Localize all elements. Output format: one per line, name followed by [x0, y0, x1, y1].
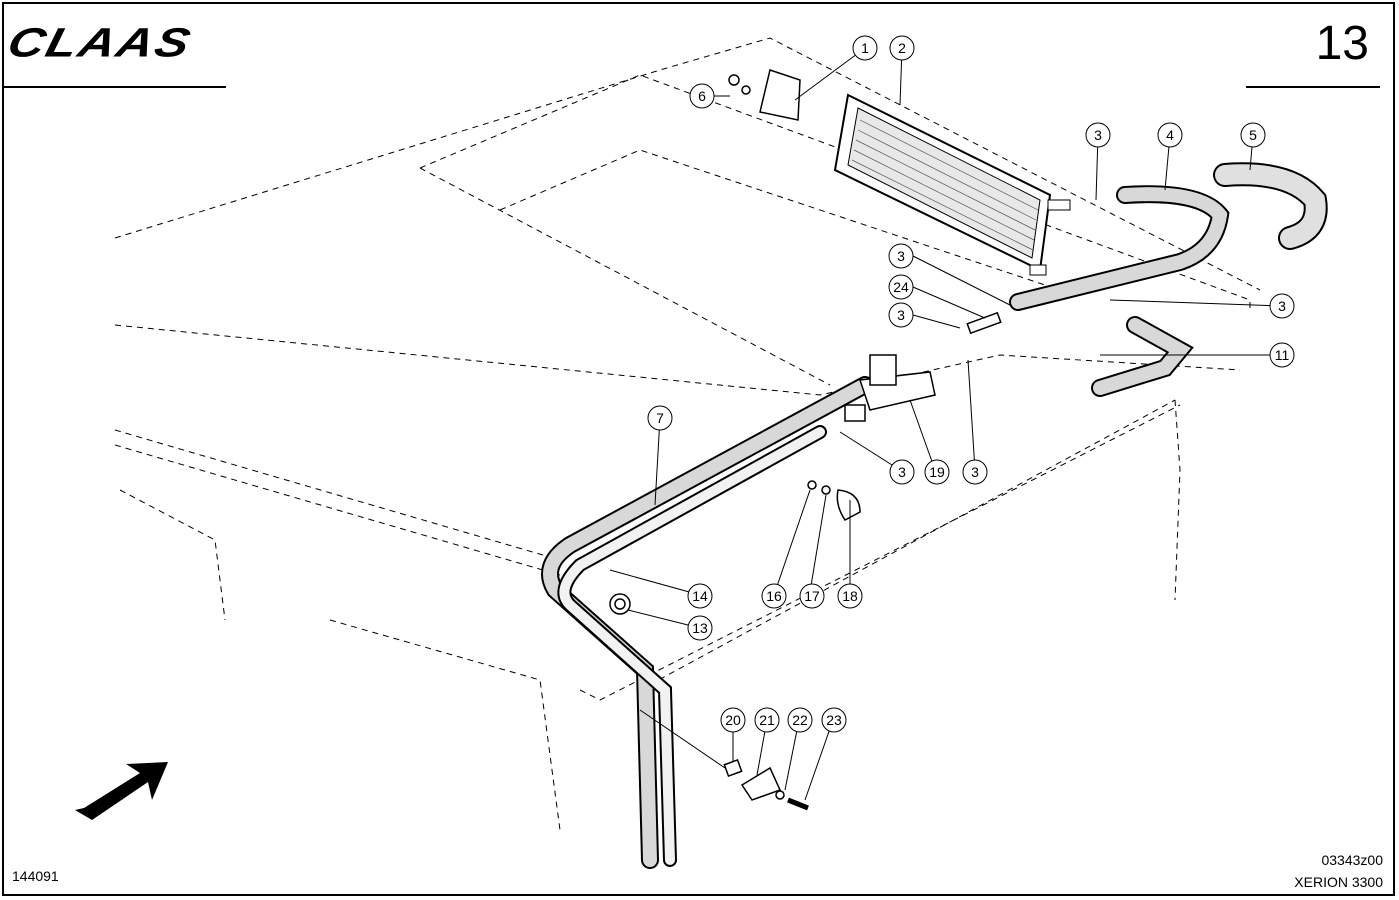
callout-16: 16: [761, 583, 787, 609]
callout-14: 14: [687, 583, 713, 609]
svg-text:11: 11: [1275, 347, 1290, 363]
drawing-code: 03343z00: [1321, 852, 1383, 868]
svg-text:3: 3: [1094, 127, 1102, 143]
callouts: 1 2 3 4 5 6 3 24 3 3 11 7 3 19 3 14 16 1…: [647, 35, 1295, 733]
callout-7: 7: [647, 405, 673, 431]
svg-text:17: 17: [804, 588, 820, 604]
svg-text:3: 3: [1278, 298, 1286, 314]
svg-text:21: 21: [759, 712, 775, 728]
page-number: 13: [1315, 17, 1369, 70]
svg-text:19: 19: [929, 464, 945, 480]
svg-text:3: 3: [898, 464, 906, 480]
svg-text:2: 2: [898, 40, 906, 56]
svg-text:6: 6: [698, 88, 706, 104]
callout-11: 11: [1269, 342, 1295, 368]
svg-text:3: 3: [897, 307, 905, 323]
figure-id: 144091: [12, 868, 59, 884]
callout-21: 21: [754, 707, 780, 733]
heat-exchanger: [833, 93, 1071, 276]
small-parts: [609, 311, 1002, 811]
header-rule-left: [2, 86, 226, 88]
callout-24: 24: [888, 274, 914, 300]
callout-22: 22: [787, 707, 813, 733]
callout-3-a: 3: [1085, 122, 1111, 148]
svg-text:1: 1: [861, 40, 869, 56]
callout-13: 13: [687, 615, 713, 641]
callout-4: 4: [1157, 122, 1183, 148]
svg-text:23: 23: [826, 712, 842, 728]
svg-text:4: 4: [1166, 127, 1174, 143]
callout-23: 23: [821, 707, 847, 733]
callout-1: 1: [852, 35, 878, 61]
callout-5: 5: [1240, 122, 1266, 148]
callout-3-e: 3: [889, 459, 915, 485]
cab-outline: [114, 37, 1261, 831]
svg-text:13: 13: [692, 620, 708, 636]
svg-text:18: 18: [842, 588, 858, 604]
direction-arrow-icon: [75, 762, 168, 820]
water-valve: [844, 354, 936, 422]
callout-17: 17: [799, 583, 825, 609]
svg-text:5: 5: [1249, 127, 1257, 143]
svg-text:20: 20: [725, 712, 741, 728]
svg-text:24: 24: [893, 279, 909, 295]
hoses: [541, 162, 1328, 869]
svg-text:22: 22: [792, 712, 808, 728]
callout-3-d: 3: [1269, 293, 1295, 319]
callout-19: 19: [924, 459, 950, 485]
svg-text:3: 3: [971, 464, 979, 480]
callout-3-f: 3: [962, 459, 988, 485]
model-name: XERION 3300: [1294, 874, 1383, 890]
svg-text:7: 7: [656, 410, 664, 426]
callout-20: 20: [720, 707, 746, 733]
callout-3-b: 3: [888, 243, 914, 269]
svg-text:16: 16: [766, 588, 782, 604]
callout-2: 2: [889, 35, 915, 61]
callout-3-c: 3: [888, 302, 914, 328]
header-rule-right: [1246, 86, 1380, 88]
mounting-bracket: [728, 69, 801, 121]
callout-6: 6: [689, 83, 715, 109]
svg-text:3: 3: [897, 248, 905, 264]
svg-text:14: 14: [692, 588, 708, 604]
callout-18: 18: [837, 583, 863, 609]
